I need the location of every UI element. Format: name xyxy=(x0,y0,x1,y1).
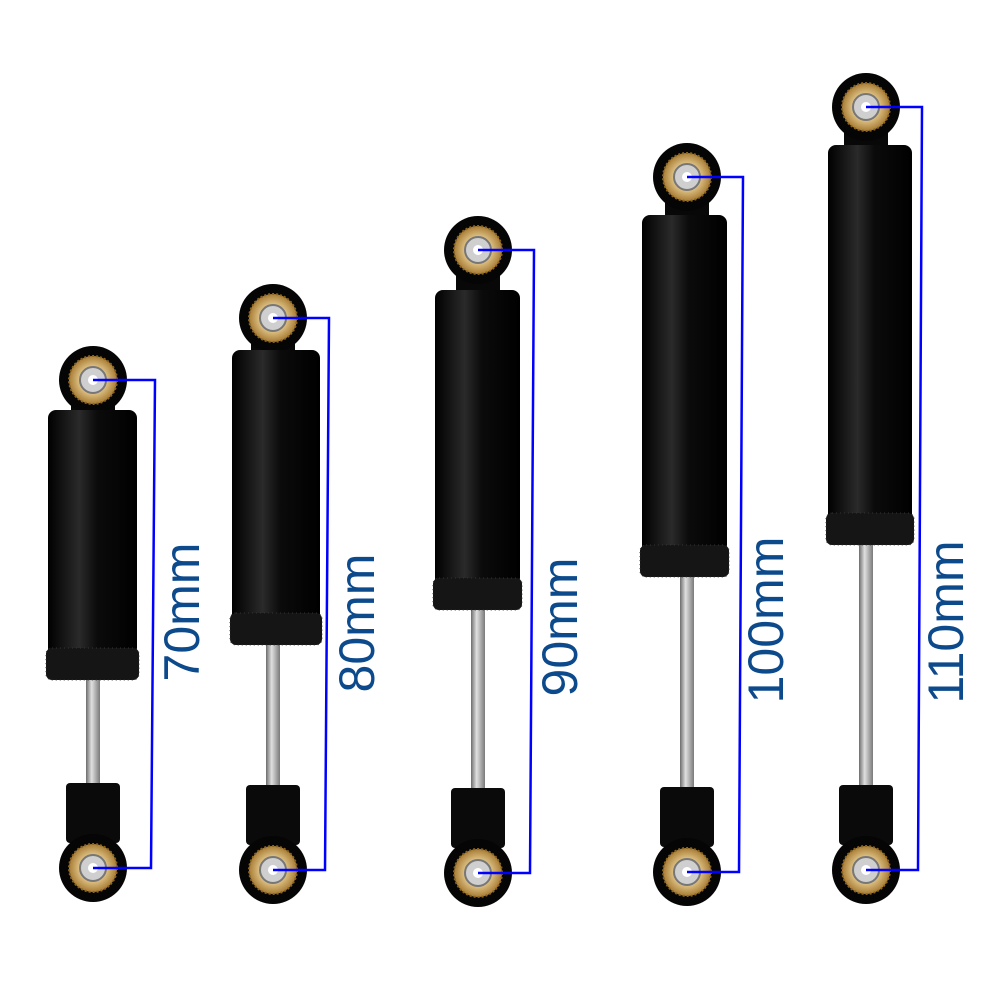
piston-rod xyxy=(680,572,694,822)
piston-rod xyxy=(471,605,485,823)
knurled-collar xyxy=(432,577,523,611)
piston-rod xyxy=(86,675,100,818)
lower-mount-block xyxy=(660,787,714,847)
shock-body xyxy=(435,290,520,610)
shock-absorber-2: 80mm xyxy=(229,284,385,904)
lower-mount-block xyxy=(246,785,300,845)
shock-body xyxy=(642,215,727,577)
piston-rod xyxy=(266,640,280,820)
knurled-collar xyxy=(825,512,915,546)
lower-mount-block xyxy=(66,783,120,843)
shock-absorber-3: 90mm xyxy=(432,216,588,907)
lower-mount-block xyxy=(451,788,505,848)
length-label: 80mm xyxy=(329,554,385,693)
shock-absorber-5: 110mm xyxy=(825,73,974,904)
shock-absorber-4: 100mm xyxy=(639,143,794,906)
length-label: 100mm xyxy=(738,537,794,704)
shock-absorber-1: 70mm xyxy=(45,346,210,902)
dimension-line xyxy=(478,248,536,875)
knurled-collar xyxy=(229,612,323,646)
length-label: 70mm xyxy=(154,543,210,682)
length-label: 90mm xyxy=(532,558,588,697)
dimension-line xyxy=(687,175,745,874)
shock-body xyxy=(232,350,320,645)
knurled-collar xyxy=(45,647,140,681)
shock-body xyxy=(828,145,912,545)
dimension-line xyxy=(93,378,157,870)
lower-mount-block xyxy=(839,785,893,845)
knurled-collar xyxy=(639,544,730,578)
dimension-line xyxy=(866,105,924,872)
shock-body xyxy=(48,410,137,680)
piston-rod xyxy=(859,540,873,820)
length-label: 110mm xyxy=(918,540,974,703)
dimension-line xyxy=(273,316,331,872)
